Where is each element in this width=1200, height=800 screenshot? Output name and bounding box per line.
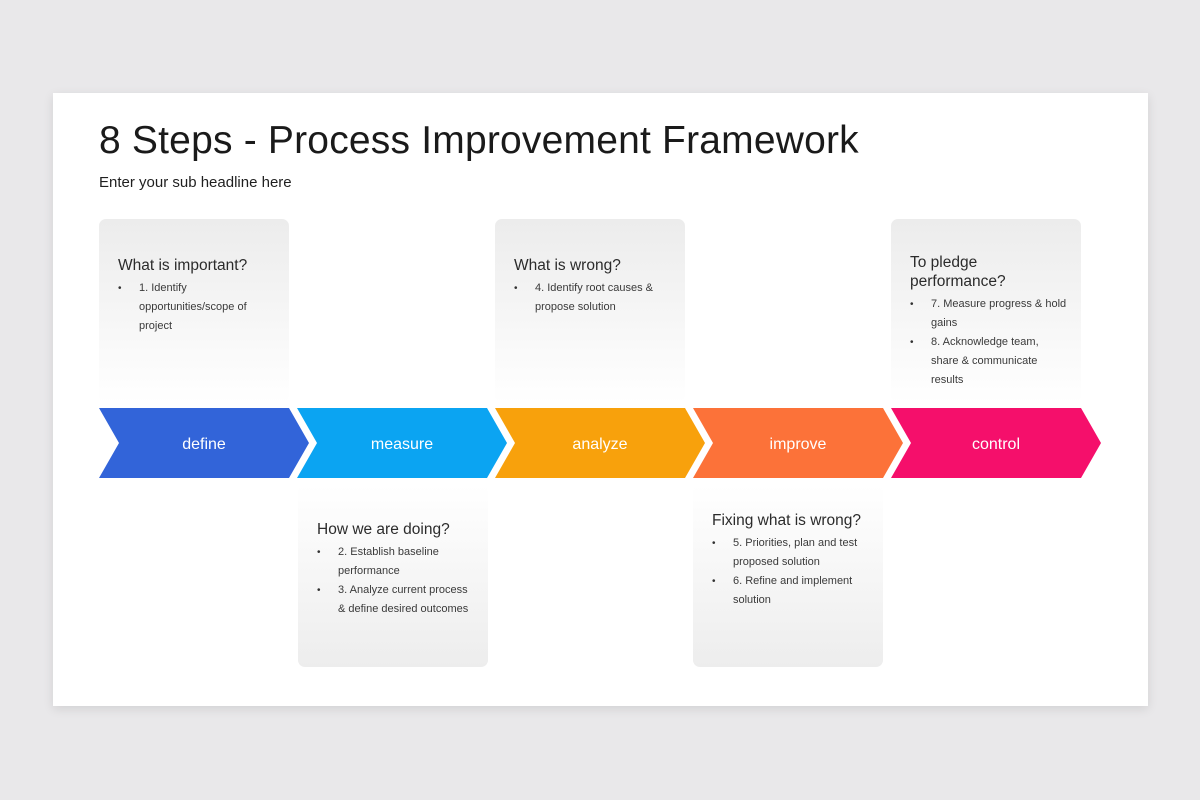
step-analyze-label: analyze xyxy=(572,436,627,453)
card-title: Fixing what is wrong? xyxy=(712,512,862,529)
step-measure-arrow xyxy=(297,408,507,478)
list-item: 3. Analyze current process & define desi… xyxy=(317,581,474,619)
card-define: What is important? 1. Identify opportuni… xyxy=(99,219,289,403)
card-list: 4. Identify root causes & propose soluti… xyxy=(514,279,671,317)
list-item: 1. Identify opportunities/scope of proje… xyxy=(118,279,275,336)
card-list: 2. Establish baseline performance 3. Ana… xyxy=(317,543,474,619)
step-define-label: define xyxy=(182,436,226,453)
process-arrows: define measure analyze improve control xyxy=(99,408,1101,478)
list-item: 4. Identify root causes & propose soluti… xyxy=(514,279,671,317)
card-analyze: What is wrong? 4. Identify root causes &… xyxy=(495,219,685,403)
page-title: 8 Steps - Process Improvement Framework xyxy=(99,119,859,162)
card-title: To pledge performance? xyxy=(910,254,1006,290)
list-item: 8. Acknowledge team, share & communicate… xyxy=(910,333,1067,390)
card-list: 1. Identify opportunities/scope of proje… xyxy=(118,279,275,336)
card-improve: Fixing what is wrong? 5. Priorities, pla… xyxy=(693,485,883,667)
page-subtitle: Enter your sub headline here xyxy=(99,174,292,191)
card-title: How we are doing? xyxy=(317,521,450,538)
step-improve-arrow xyxy=(693,408,903,478)
card-list: 7. Measure progress & hold gains 8. Ackn… xyxy=(910,295,1067,390)
step-define-arrow xyxy=(99,408,309,478)
step-control-label: control xyxy=(972,436,1020,453)
list-item: 6. Refine and implement solution xyxy=(712,572,869,610)
card-title: What is important? xyxy=(118,257,248,274)
step-analyze-arrow xyxy=(495,408,705,478)
step-improve-label: improve xyxy=(770,436,827,453)
list-item: 2. Establish baseline performance xyxy=(317,543,474,581)
step-measure-label: measure xyxy=(371,436,433,453)
card-measure: How we are doing? 2. Establish baseline … xyxy=(298,485,488,667)
step-control-arrow xyxy=(891,408,1101,478)
card-list: 5. Priorities, plan and test proposed so… xyxy=(712,534,869,610)
list-item: 5. Priorities, plan and test proposed so… xyxy=(712,534,869,572)
card-control: To pledge performance? 7. Measure progre… xyxy=(891,219,1081,403)
slide: 8 Steps - Process Improvement Framework … xyxy=(53,93,1148,706)
list-item: 7. Measure progress & hold gains xyxy=(910,295,1067,333)
card-title: What is wrong? xyxy=(514,257,621,274)
